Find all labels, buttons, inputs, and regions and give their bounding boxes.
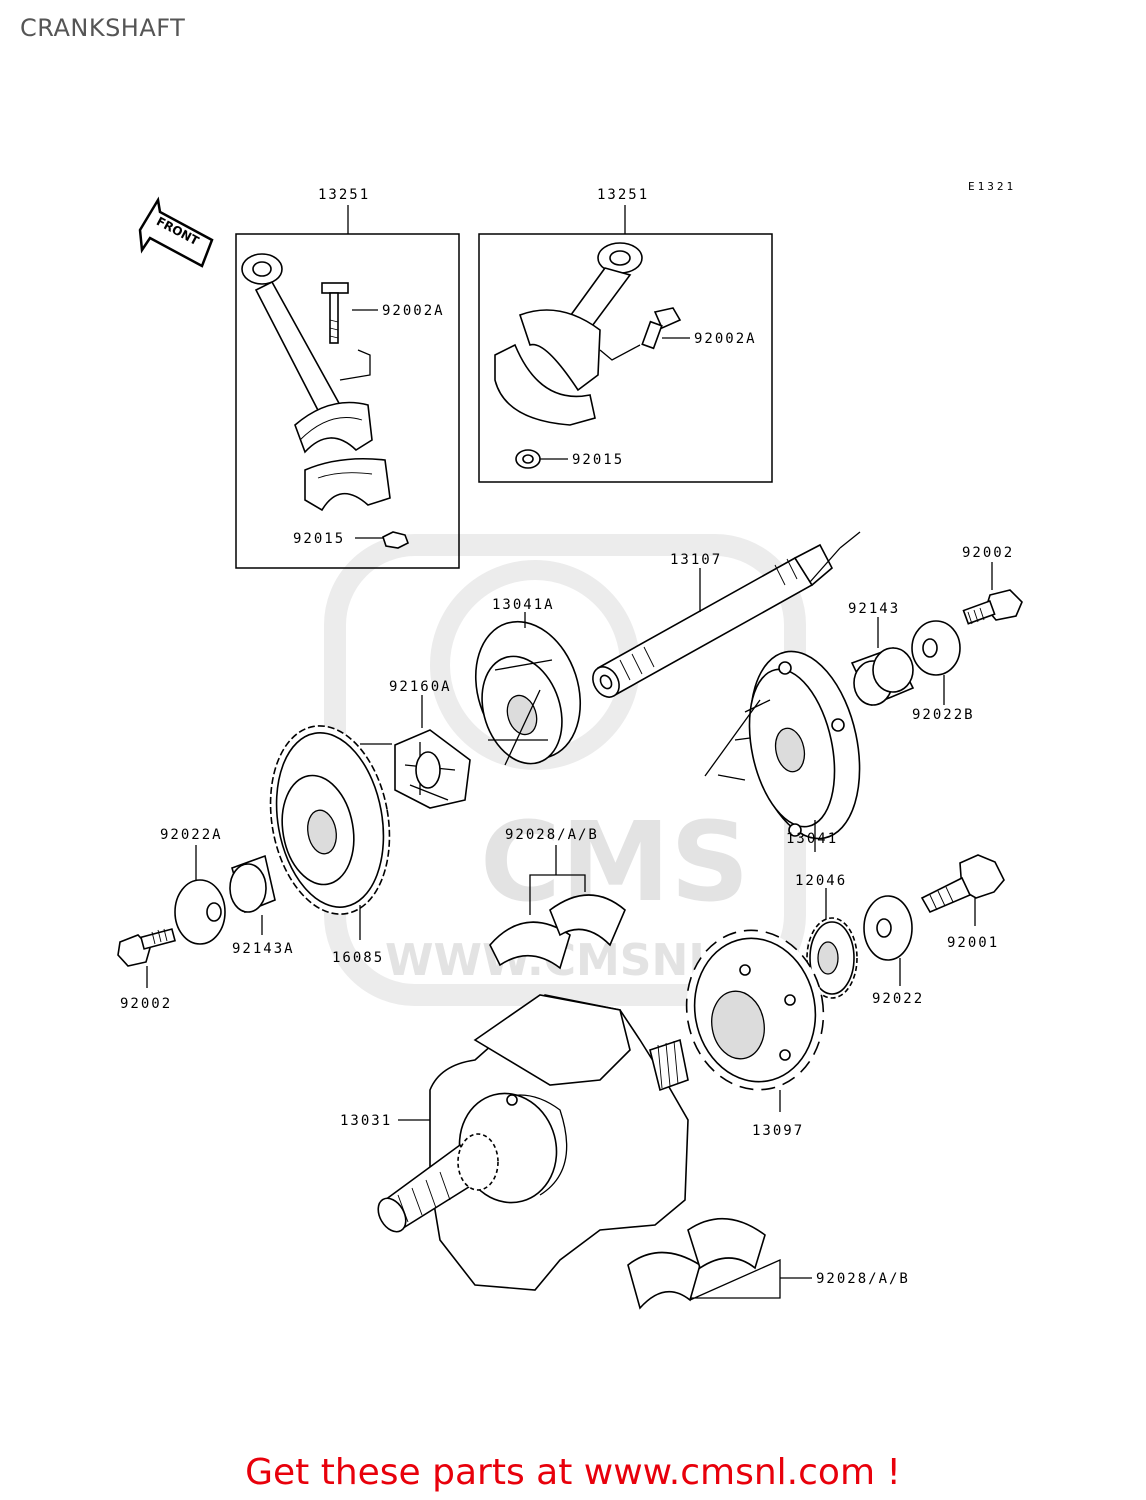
connecting-rod-box-left: 13251 92002A 92015: [235, 187, 460, 569]
label-92022b: 92022B: [912, 707, 975, 723]
label-13031: 13031: [340, 1113, 392, 1129]
label-92143a: 92143A: [232, 941, 295, 957]
exploded-parts-diagram: CMS WWW.CMSNL.COM E1321 FRONT 13251 92: [117, 180, 1023, 1310]
bearing-shells-lower: [627, 1217, 812, 1310]
label-92022a: 92022A: [160, 827, 223, 843]
diagram-code: E1321: [968, 180, 1016, 193]
bolt-92002a-right: [641, 307, 682, 350]
label-16085: 16085: [332, 950, 384, 966]
bolt-92002a-left: [321, 282, 349, 344]
label-92002a-left: 92002A: [382, 303, 445, 319]
label-92143: 92143: [848, 601, 900, 617]
sprocket-13097: [685, 929, 825, 1091]
hub-13041: [704, 650, 861, 840]
label-12046: 12046: [795, 873, 847, 889]
washer-92022: [863, 895, 913, 961]
hub-13041a: [474, 620, 582, 766]
crankshaft-13031: [377, 994, 689, 1291]
front-arrow-icon: FRONT: [138, 196, 214, 268]
rod-cap-right: [494, 343, 596, 426]
label-13041a: 13041A: [492, 597, 555, 613]
washer-92022b: [911, 620, 961, 676]
label-92002-top: 92002: [962, 545, 1014, 561]
collar-92143: [850, 647, 915, 707]
connecting-rod-box-right: 13251 92002A 92015: [478, 187, 773, 483]
bearing-shells-upper: [489, 845, 626, 970]
rod-cap-left: [304, 457, 391, 512]
label-13251-left: 13251: [318, 187, 370, 203]
shaft-13107: [592, 531, 861, 698]
label-13251-right: 13251: [597, 187, 649, 203]
label-92002a-right: 92002A: [694, 331, 757, 347]
label-13041: 13041: [786, 831, 838, 847]
washer-92022a: [174, 879, 226, 945]
collar-92143a: [229, 854, 276, 914]
label-92015-right: 92015: [572, 452, 624, 468]
bolt-92002-top: [962, 589, 1023, 625]
gear-12046: [806, 917, 858, 999]
label-13107: 13107: [670, 552, 722, 568]
label-92002-bottom: 92002: [120, 996, 172, 1012]
cta-link[interactable]: Get these parts at www.cmsnl.com !: [245, 1452, 901, 1493]
label-92022: 92022: [872, 991, 924, 1007]
damper-92160: [394, 729, 471, 809]
nut-92015-left: [382, 531, 410, 549]
label-92160a: 92160A: [389, 679, 452, 695]
label-92001: 92001: [947, 935, 999, 951]
label-92015-left: 92015: [293, 531, 345, 547]
bolt-92002-bottom: [117, 928, 176, 967]
label-92028-lower: 92028/A/B: [816, 1271, 910, 1287]
label-92028-upper: 92028/A/B: [505, 827, 599, 843]
label-13097: 13097: [752, 1123, 804, 1139]
page-title: CRANKSHAFT: [20, 14, 186, 42]
bolt-92001: [920, 854, 1005, 914]
nut-92015-right: [515, 449, 541, 469]
gear-16085: [269, 725, 391, 915]
connecting-rod-right: [518, 242, 643, 392]
connecting-rod-left: [241, 253, 373, 454]
